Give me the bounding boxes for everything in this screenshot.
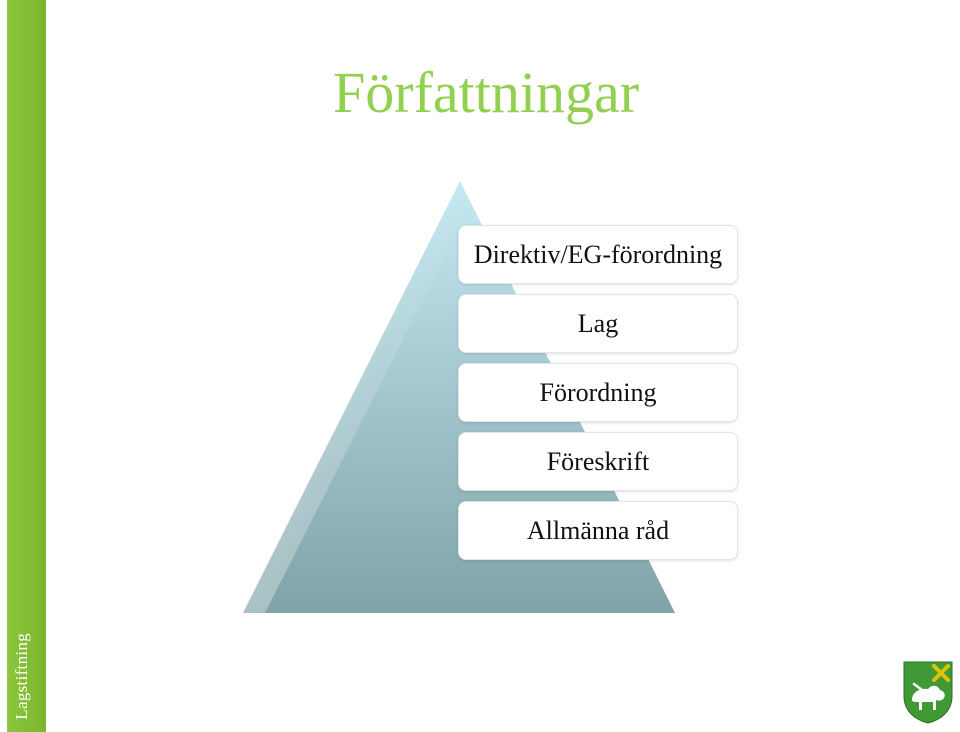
level-law: Lag: [458, 294, 738, 353]
level-ordinance: Förordning: [458, 363, 738, 422]
left-accent-bar: Lagstiftning: [0, 0, 46, 732]
level-directive: Direktiv/EG-förordning: [458, 225, 738, 284]
level-label: Lag: [577, 308, 619, 338]
slide-title: Författningar: [333, 60, 640, 125]
side-section-label: Lagstiftning: [12, 633, 31, 720]
level-label: Direktiv/EG-förordning: [473, 239, 723, 269]
level-label: Förordning: [539, 377, 657, 407]
level-label: Allmänna råd: [526, 515, 670, 545]
level-label: Föreskrift: [546, 446, 650, 476]
level-general-advice: Allmänna råd: [458, 501, 738, 560]
municipal-crest-icon: [903, 661, 953, 724]
level-regulation: Föreskrift: [458, 432, 738, 491]
pyramid-highlight: [243, 181, 471, 613]
